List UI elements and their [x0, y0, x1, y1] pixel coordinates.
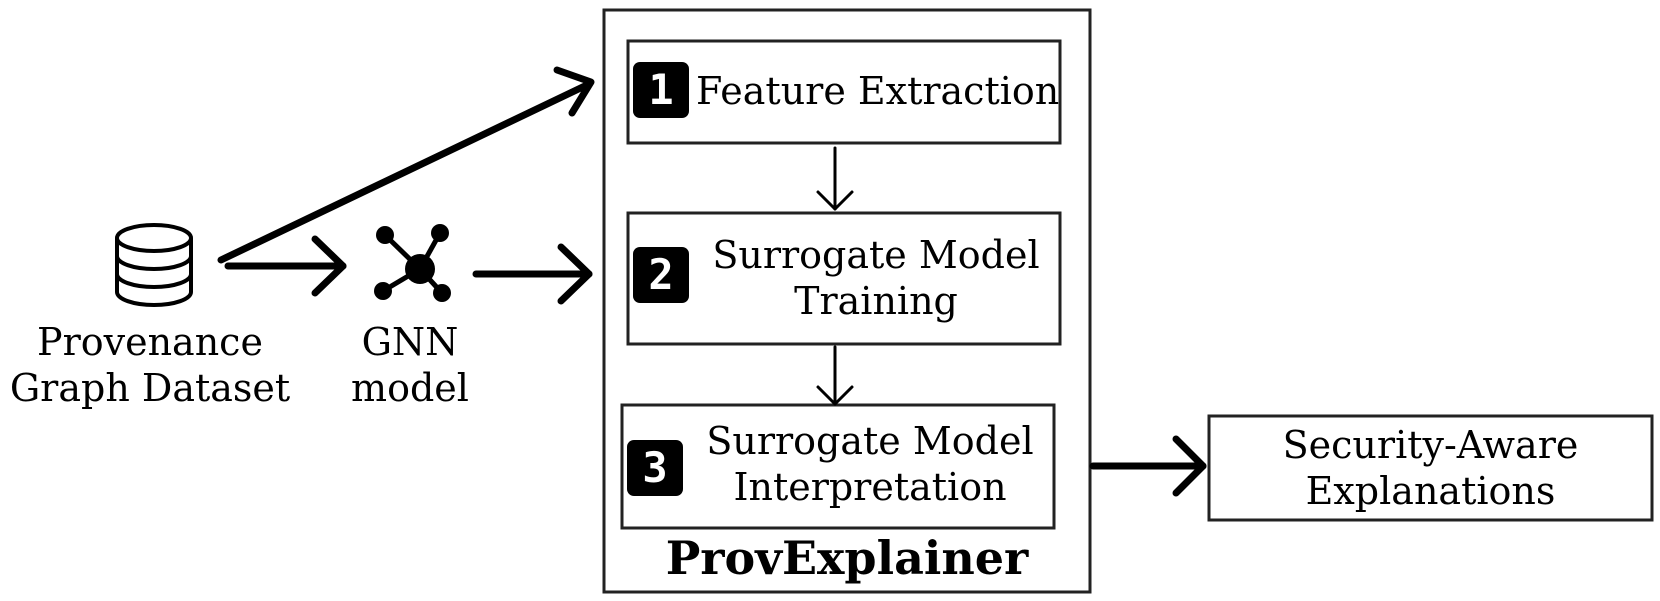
- arrow-step1-to-step2: [816, 146, 854, 211]
- arrow-dataset-to-gnn: [224, 235, 347, 297]
- step-3-label: Surrogate Model Interpretation: [690, 418, 1050, 510]
- provexplainer-container: [602, 8, 1092, 594]
- dataset-label-line1: Provenance: [37, 320, 263, 364]
- arrow-dataset-to-feature-extraction: [217, 66, 595, 264]
- step-2-line1: Surrogate Model: [712, 233, 1040, 277]
- step-3-box: [620, 403, 1056, 530]
- step-2-line2: Training: [794, 279, 958, 323]
- step-3-line2: Interpretation: [733, 465, 1007, 509]
- step-1-badge: 1: [633, 62, 689, 118]
- output-box: [1207, 414, 1654, 522]
- step-3-badge: 3: [627, 440, 683, 496]
- arrow-gnn-to-surrogate-training: [472, 243, 593, 305]
- gnn-label: GNN model: [330, 319, 490, 411]
- output-line1: Security-Aware: [1282, 423, 1579, 467]
- provexplainer-title: ProvExplainer: [665, 531, 1029, 585]
- step-2-label: Surrogate Model Training: [696, 232, 1056, 324]
- database-icon: [115, 223, 193, 307]
- dataset-label: Provenance Graph Dataset: [0, 319, 300, 411]
- output-line2: Explanations: [1305, 469, 1556, 513]
- step-1-line1: Feature Extraction: [696, 69, 1060, 113]
- step-2-badge: 2: [633, 247, 689, 303]
- output-label: Security-Aware Explanations: [1209, 422, 1652, 514]
- graph-network-icon: [374, 224, 451, 302]
- arrow-provexplainer-to-output: [1089, 435, 1207, 497]
- step-1-box: [626, 39, 1062, 145]
- arrow-step2-to-step3: [816, 345, 854, 406]
- gnn-label-line2: model: [351, 366, 469, 410]
- step-2-box: [626, 211, 1062, 346]
- step-1-label: Feature Extraction: [696, 68, 1060, 114]
- dataset-label-line2: Graph Dataset: [9, 366, 291, 410]
- step-3-line1: Surrogate Model: [706, 419, 1034, 463]
- gnn-label-line1: GNN: [361, 320, 459, 364]
